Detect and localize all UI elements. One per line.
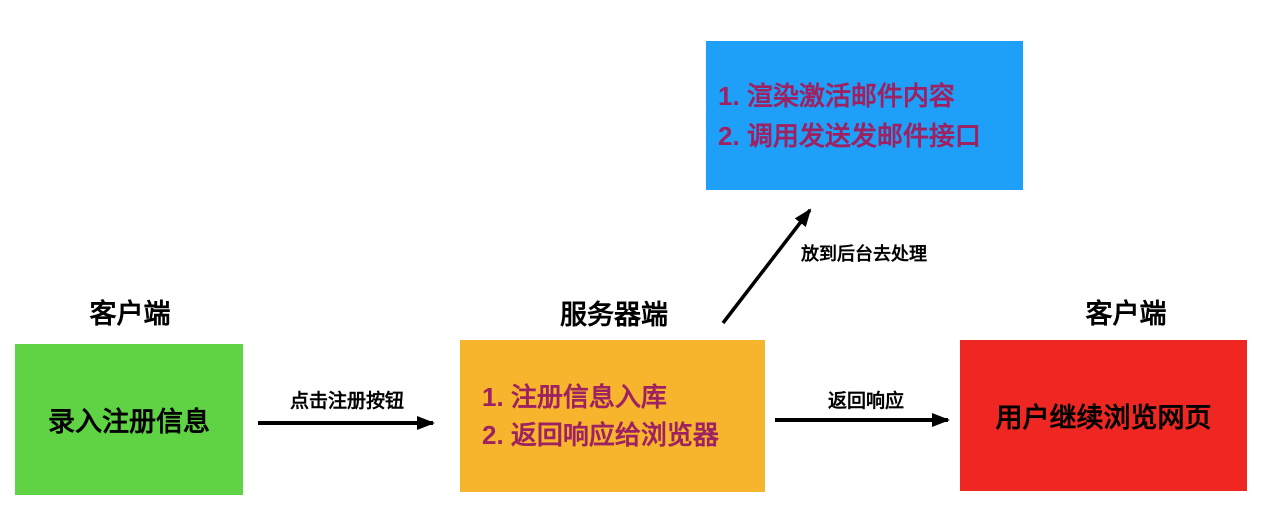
lane-header-server: 服务器端 (560, 300, 668, 330)
node-register-input: 录入注册信息 (15, 344, 243, 495)
arrow-background-process (721, 208, 812, 325)
server-step-2: 2. 返回响应给浏览器 (482, 420, 719, 450)
arrow-label-click-register: 点击注册按钮 (289, 391, 405, 412)
server-step-1: 1. 注册信息入库 (482, 382, 667, 412)
node-email-task: 1. 渲染激活邮件内容 2. 调用发送发邮件接口 (706, 41, 1023, 190)
arrow-label-return-response: 返回响应 (827, 391, 905, 412)
node-server-steps: 1. 注册信息入库 2. 返回响应给浏览器 (460, 340, 765, 492)
arrow-label-background-process: 放到后台去处理 (801, 244, 927, 264)
lane-header-client-left: 客户端 (89, 299, 171, 329)
lane-header-client-right: 客户端 (1085, 299, 1167, 329)
node-continue-browse: 用户继续浏览网页 (960, 340, 1247, 491)
email-task-step-2: 2. 调用发送发邮件接口 (718, 120, 981, 151)
continue-browse-label: 用户继续浏览网页 (995, 403, 1212, 433)
register-input-label: 录入注册信息 (48, 407, 210, 437)
email-task-step-1: 1. 渲染激活邮件内容 (718, 80, 955, 111)
